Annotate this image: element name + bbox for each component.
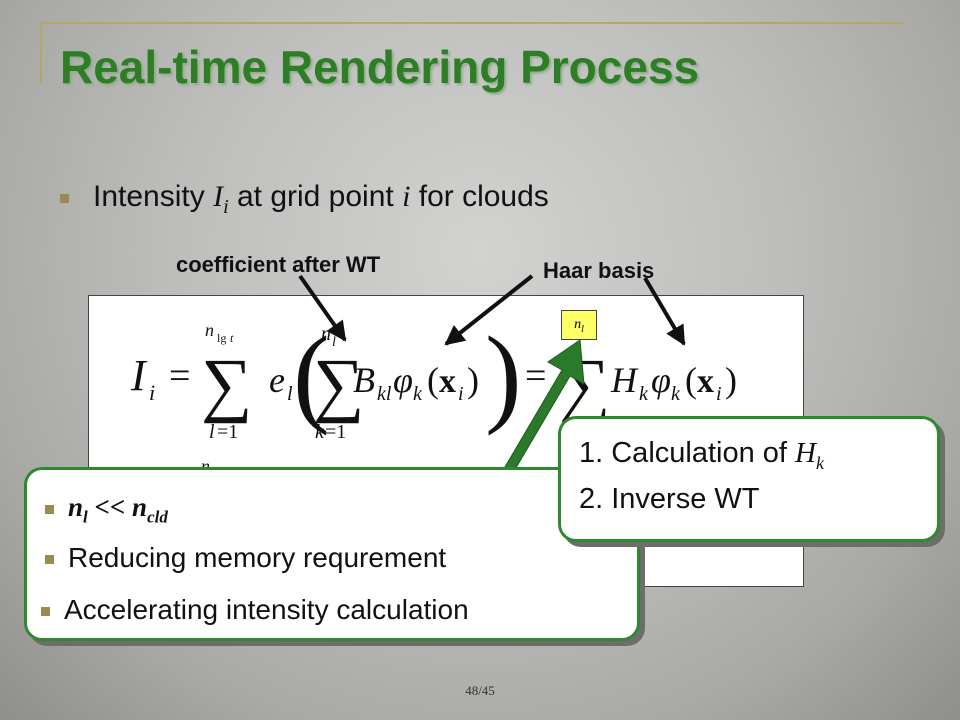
svg-text:(: ( xyxy=(427,360,439,400)
callout-item-memory: Reducing memory requrement xyxy=(45,542,446,574)
step-calculation: 1. Calculation of Hk xyxy=(579,437,824,473)
frame-left-line xyxy=(40,22,42,84)
svg-text:): ) xyxy=(485,314,522,436)
bullet-square-icon xyxy=(60,193,69,203)
svg-text:k: k xyxy=(413,383,423,405)
svg-text:i: i xyxy=(716,383,722,405)
svg-text:φ: φ xyxy=(393,360,413,400)
svg-text:=1: =1 xyxy=(217,421,238,443)
svg-text:n: n xyxy=(205,320,214,340)
svg-text:l: l xyxy=(332,335,336,350)
svg-text:=: = xyxy=(525,355,546,397)
svg-text:φ: φ xyxy=(651,360,671,400)
bullet-square-icon xyxy=(41,607,50,617)
svg-text:n: n xyxy=(321,323,331,345)
svg-text:k: k xyxy=(671,383,681,405)
bullet-square-icon xyxy=(45,555,54,565)
callout-item-accelerating: Accelerating intensity calculation xyxy=(41,594,469,626)
svg-text:i: i xyxy=(458,383,464,405)
svg-text:): ) xyxy=(725,360,737,400)
svg-text:): ) xyxy=(467,360,479,400)
svg-text:∑: ∑ xyxy=(201,344,252,424)
grid-index-symbol: i xyxy=(402,180,411,213)
svg-text:B: B xyxy=(353,360,375,400)
svg-text:l: l xyxy=(287,383,293,405)
bullet-square-icon xyxy=(45,505,54,515)
coefficient-label: coefficient after WT xyxy=(176,252,381,277)
page-number: 48/45 xyxy=(465,683,495,698)
svg-text:=1: =1 xyxy=(325,421,346,443)
svg-text:(: ( xyxy=(685,360,697,400)
svg-text:t: t xyxy=(230,331,234,345)
steps-callout: 1. Calculation of Hk 2. Inverse WT xyxy=(558,416,940,542)
intro-text-middle: at grid point xyxy=(228,180,403,213)
svg-text:lg: lg xyxy=(217,331,226,345)
svg-text:x: x xyxy=(697,363,714,400)
intro-bullet: Intensity Ii at grid point i for clouds xyxy=(60,180,549,219)
svg-text:=: = xyxy=(169,355,190,397)
svg-text:k: k xyxy=(315,421,325,443)
callout-item-nl: nl << ncld xyxy=(45,492,168,527)
svg-text:x: x xyxy=(439,363,456,400)
svg-text:i: i xyxy=(149,380,155,405)
intro-text-after: for clouds xyxy=(410,180,549,213)
svg-text:I: I xyxy=(130,351,148,400)
slide-title: Real-time Rendering Process xyxy=(60,41,700,93)
svg-text:e: e xyxy=(269,360,285,400)
svg-text:l: l xyxy=(209,421,215,443)
step-inverse-wt: 2. Inverse WT xyxy=(579,483,760,515)
svg-text:kl: kl xyxy=(377,383,392,405)
memory-callout: nl << ncld Reducing memory requrement Ac… xyxy=(24,467,640,641)
svg-text:n: n xyxy=(201,456,210,476)
haar-basis-label: Haar basis xyxy=(543,258,655,283)
svg-text:k: k xyxy=(639,383,649,405)
nl-label: nl xyxy=(574,317,584,335)
svg-text:∑: ∑ xyxy=(313,344,364,424)
nl-highlight-box: nl xyxy=(561,310,597,340)
svg-text:H: H xyxy=(610,360,639,400)
svg-text:∑: ∑ xyxy=(559,344,610,424)
intensity-symbol: Ii xyxy=(213,180,229,218)
intro-text-before: Intensity xyxy=(93,180,214,213)
frame-top-line xyxy=(40,22,904,24)
